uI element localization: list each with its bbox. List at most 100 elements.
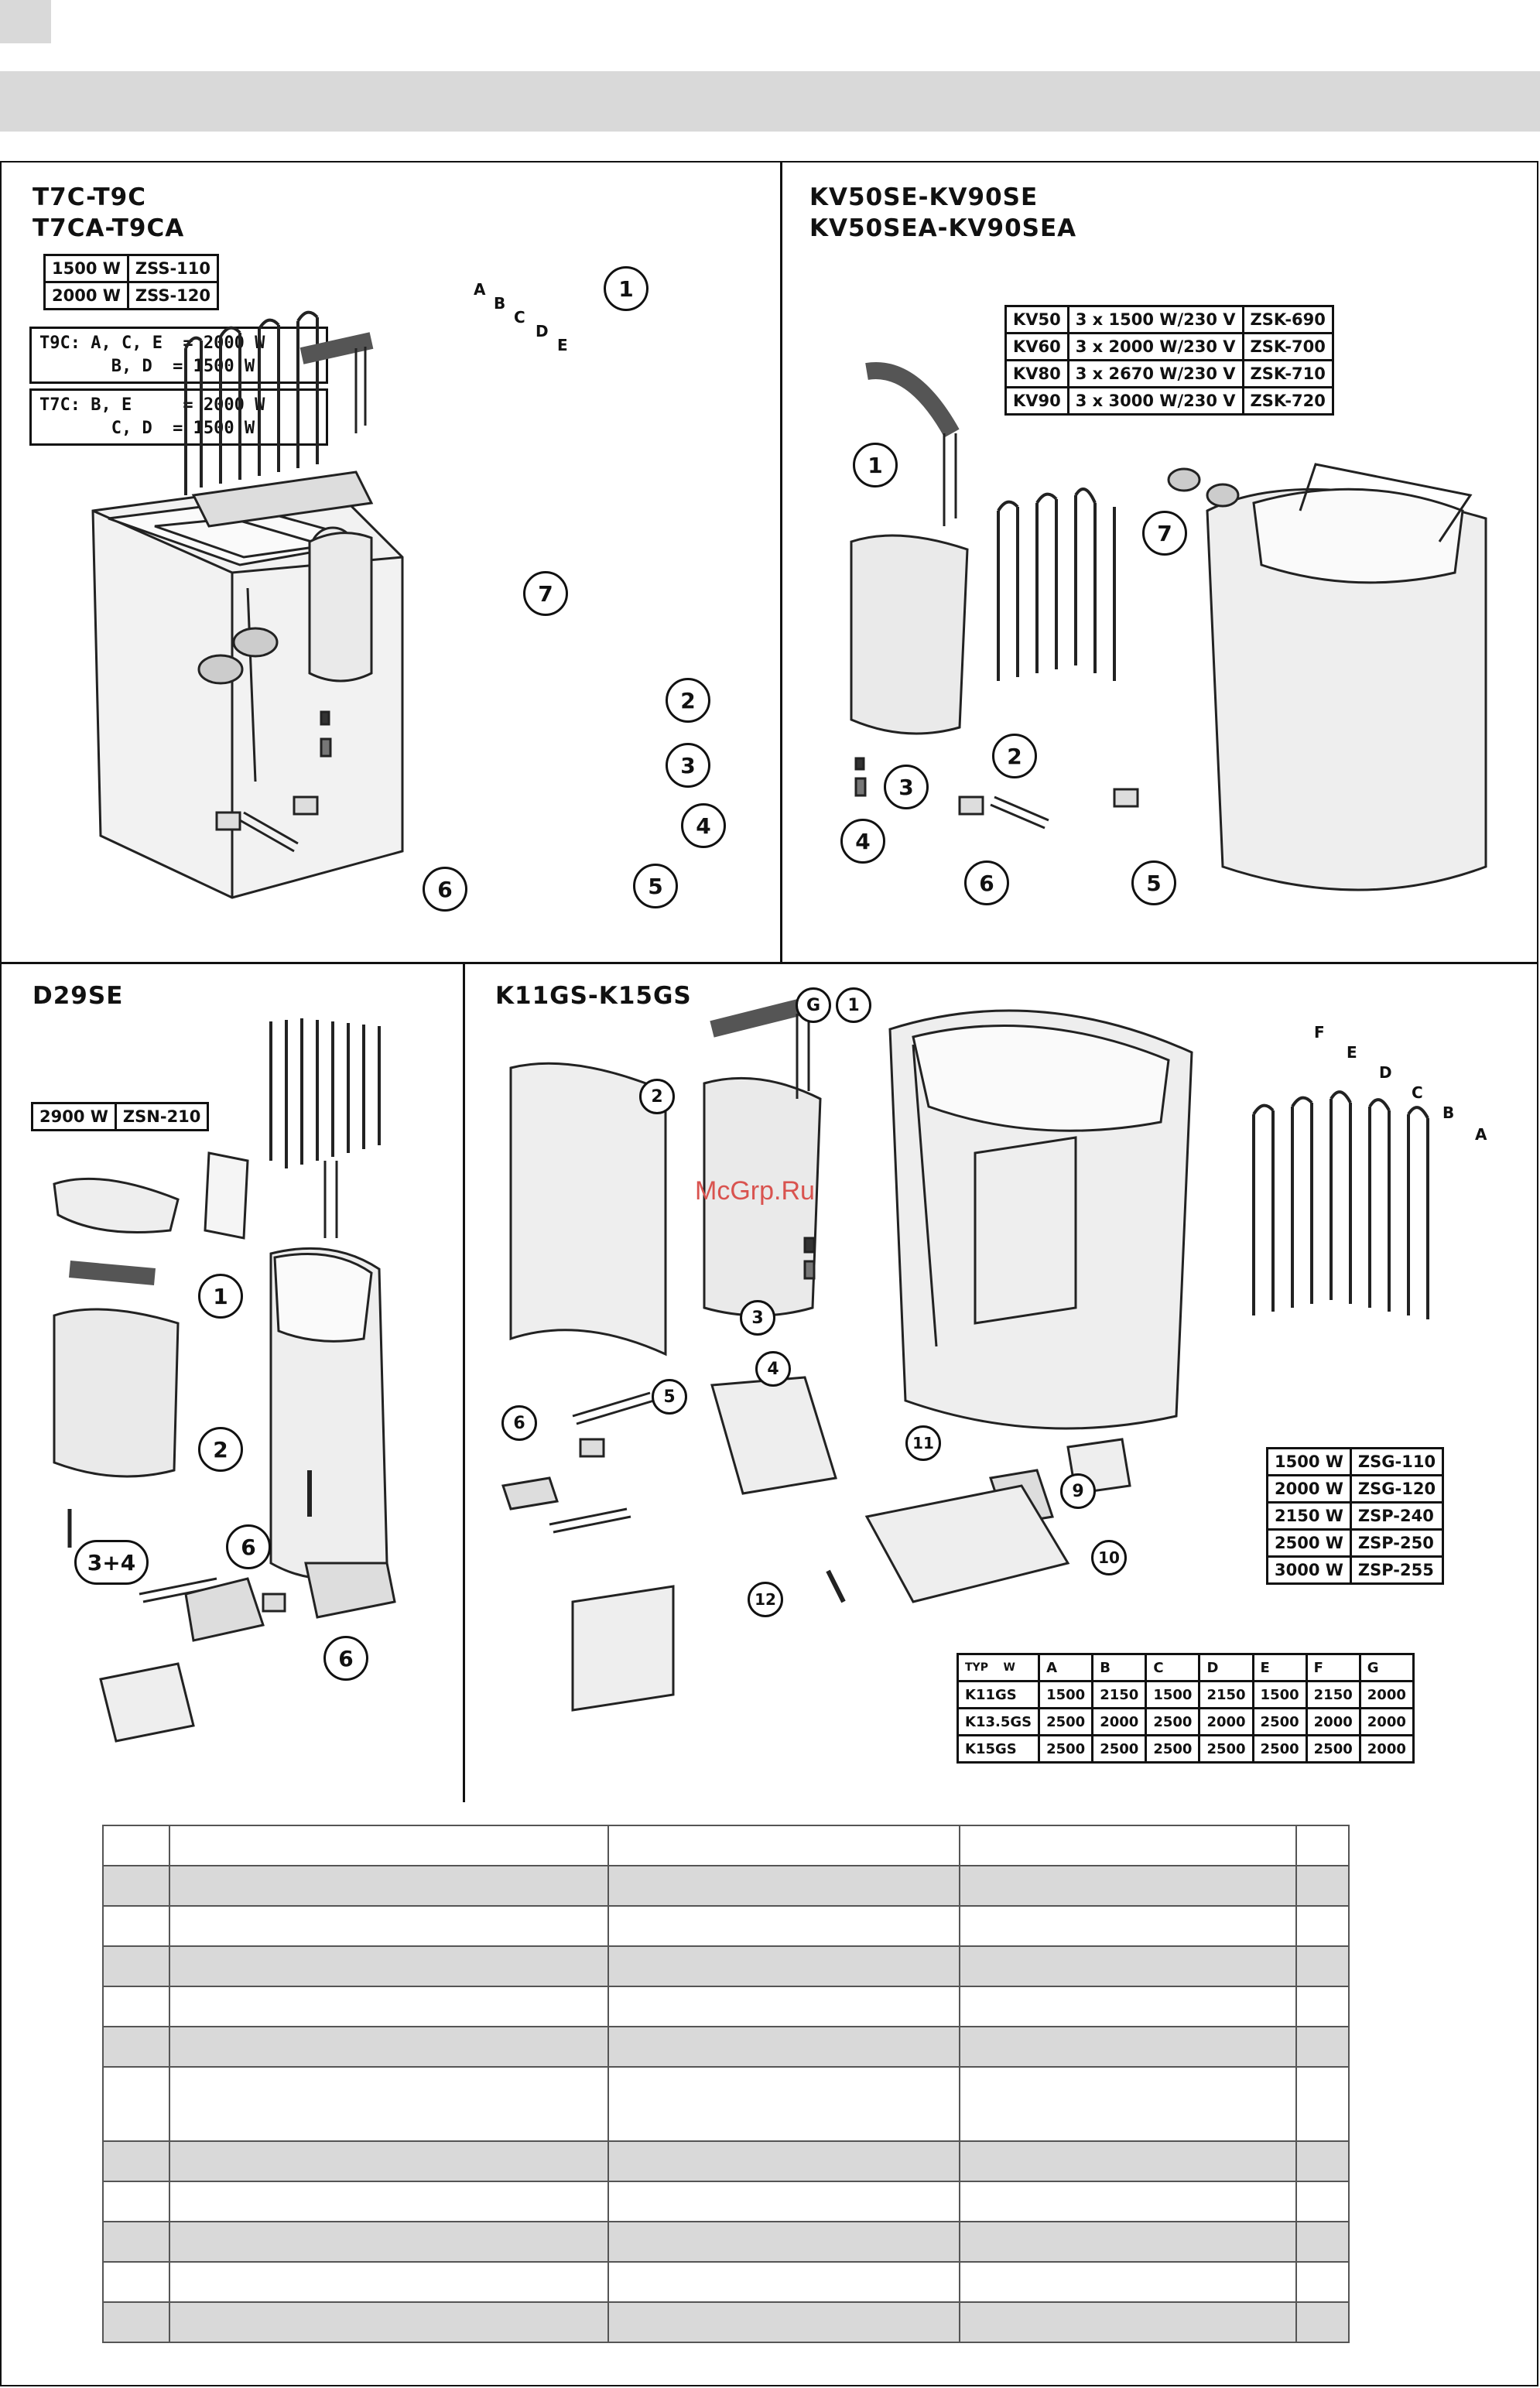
matrix-cell: 2000 xyxy=(1091,1707,1148,1736)
callout-3: 3 xyxy=(884,765,929,809)
matrix-header: C xyxy=(1145,1653,1201,1682)
callout-10: 10 xyxy=(1091,1540,1127,1575)
parts-row xyxy=(102,2026,1350,2068)
d29-heater-drawing xyxy=(53,1018,396,1743)
element-letter: F xyxy=(1314,1023,1325,1042)
matrix-header: B xyxy=(1091,1653,1148,1682)
spec-code: ZSP-240 xyxy=(1349,1501,1445,1531)
parts-row xyxy=(102,1986,1350,2027)
spec-model: KV60 xyxy=(1004,332,1069,361)
matrix-cell: 2500 xyxy=(1145,1734,1201,1764)
element-letter: C xyxy=(1412,1083,1423,1102)
spec-code: ZSP-255 xyxy=(1349,1555,1445,1585)
d29-title: D29SE xyxy=(33,982,124,1010)
spec-model: KV50 xyxy=(1004,305,1069,334)
k11-heater-drawing xyxy=(501,997,1429,1712)
callout-3: 3 xyxy=(666,743,710,788)
header-band xyxy=(0,71,1540,132)
callout-2: 2 xyxy=(639,1079,675,1114)
callout-11: 11 xyxy=(905,1425,941,1461)
divider-top xyxy=(780,161,782,964)
matrix-corner: TYP W xyxy=(956,1653,1041,1682)
matrix-model: K13.5GS xyxy=(956,1707,1041,1736)
diagram-frame xyxy=(0,161,1538,2386)
element-letter: D xyxy=(1379,1063,1392,1082)
callout-5: 5 xyxy=(652,1379,687,1415)
spec-power: 3000 W xyxy=(1266,1555,1352,1585)
element-letter: E xyxy=(557,336,568,354)
divider-mid xyxy=(0,962,1538,964)
parts-row xyxy=(102,2261,1350,2303)
matrix-header: A xyxy=(1038,1653,1094,1682)
kv-heater-drawing xyxy=(850,362,1487,891)
callout-1: 1 xyxy=(604,266,649,311)
matrix-cell: 2000 xyxy=(1358,1680,1415,1709)
callout-1: 1 xyxy=(198,1274,243,1319)
callout-12: 12 xyxy=(748,1582,783,1617)
spec-power: 1500 W xyxy=(1266,1447,1352,1476)
t7c-title-2: T7CA-T9CA xyxy=(33,214,185,242)
matrix-cell: 2500 xyxy=(1251,1707,1308,1736)
callout-9: 9 xyxy=(1060,1473,1096,1509)
matrix-cell: 2500 xyxy=(1038,1707,1094,1736)
matrix-cell: 2500 xyxy=(1251,1734,1308,1764)
spec-code: ZSK-720 xyxy=(1241,386,1334,416)
callout-1: 1 xyxy=(836,987,871,1023)
parts-table xyxy=(102,1825,1350,2343)
callout-7: 7 xyxy=(1142,511,1187,556)
matrix-cell: 2150 xyxy=(1198,1680,1254,1709)
callout-1: 1 xyxy=(853,443,898,488)
callout-3: 3 xyxy=(740,1300,775,1336)
callout-6: 6 xyxy=(423,867,467,912)
matrix-cell: 2000 xyxy=(1358,1734,1415,1764)
matrix-cell: 1500 xyxy=(1145,1680,1201,1709)
spec-code: ZSN-210 xyxy=(114,1102,210,1131)
callout-5: 5 xyxy=(1131,860,1176,905)
parts-row xyxy=(102,2140,1350,2182)
parts-row xyxy=(102,1865,1350,1907)
spec-config: 3 x 2670 W/230 V xyxy=(1066,359,1244,388)
matrix-cell: 1500 xyxy=(1038,1680,1094,1709)
spec-power: 1500 W xyxy=(43,254,129,283)
spec-model: KV90 xyxy=(1004,386,1069,416)
spec-code: ZSG-110 xyxy=(1349,1447,1445,1476)
callout-2: 2 xyxy=(992,734,1037,778)
kv-title-2: KV50SEA-KV90SEA xyxy=(809,214,1077,242)
parts-row xyxy=(102,2301,1350,2343)
matrix-cell: 2500 xyxy=(1198,1734,1254,1764)
parts-row xyxy=(102,2181,1350,2222)
corner-page-tab xyxy=(0,0,51,43)
parts-row xyxy=(102,1825,1350,1866)
spec-code: ZSS-120 xyxy=(126,281,220,310)
spec-code: ZSK-710 xyxy=(1241,359,1334,388)
t7c-title-1: T7C-T9C xyxy=(33,183,146,211)
spec-power: 2150 W xyxy=(1266,1501,1352,1531)
callout-4: 4 xyxy=(755,1351,791,1387)
k11-element-matrix: TYP W A B C D E F G K11GS 1500 2150 1500… xyxy=(956,1653,1415,1764)
k11-title: K11GS-K15GS xyxy=(495,982,692,1010)
matrix-header: G xyxy=(1358,1653,1415,1682)
parts-row xyxy=(102,2221,1350,2263)
spec-power: 2500 W xyxy=(1266,1528,1352,1558)
spec-code: ZSP-250 xyxy=(1349,1528,1445,1558)
element-letter: B xyxy=(494,294,506,313)
callout-g: G xyxy=(796,987,831,1023)
callout-6: 6 xyxy=(226,1524,271,1569)
matrix-cell: 2500 xyxy=(1091,1734,1148,1764)
spec-code: ZSG-120 xyxy=(1349,1474,1445,1504)
callout-3-4: 3+4 xyxy=(74,1540,149,1585)
matrix-cell: 2000 xyxy=(1358,1707,1415,1736)
matrix-cell: 2000 xyxy=(1305,1707,1361,1736)
matrix-corner-top: W xyxy=(1003,1661,1015,1674)
callout-4: 4 xyxy=(681,803,726,848)
matrix-header: F xyxy=(1305,1653,1361,1682)
matrix-header: E xyxy=(1251,1653,1308,1682)
matrix-header: D xyxy=(1198,1653,1254,1682)
spec-power: 2900 W xyxy=(31,1102,117,1131)
callout-2: 2 xyxy=(198,1427,243,1472)
matrix-cell: 2500 xyxy=(1038,1734,1094,1764)
